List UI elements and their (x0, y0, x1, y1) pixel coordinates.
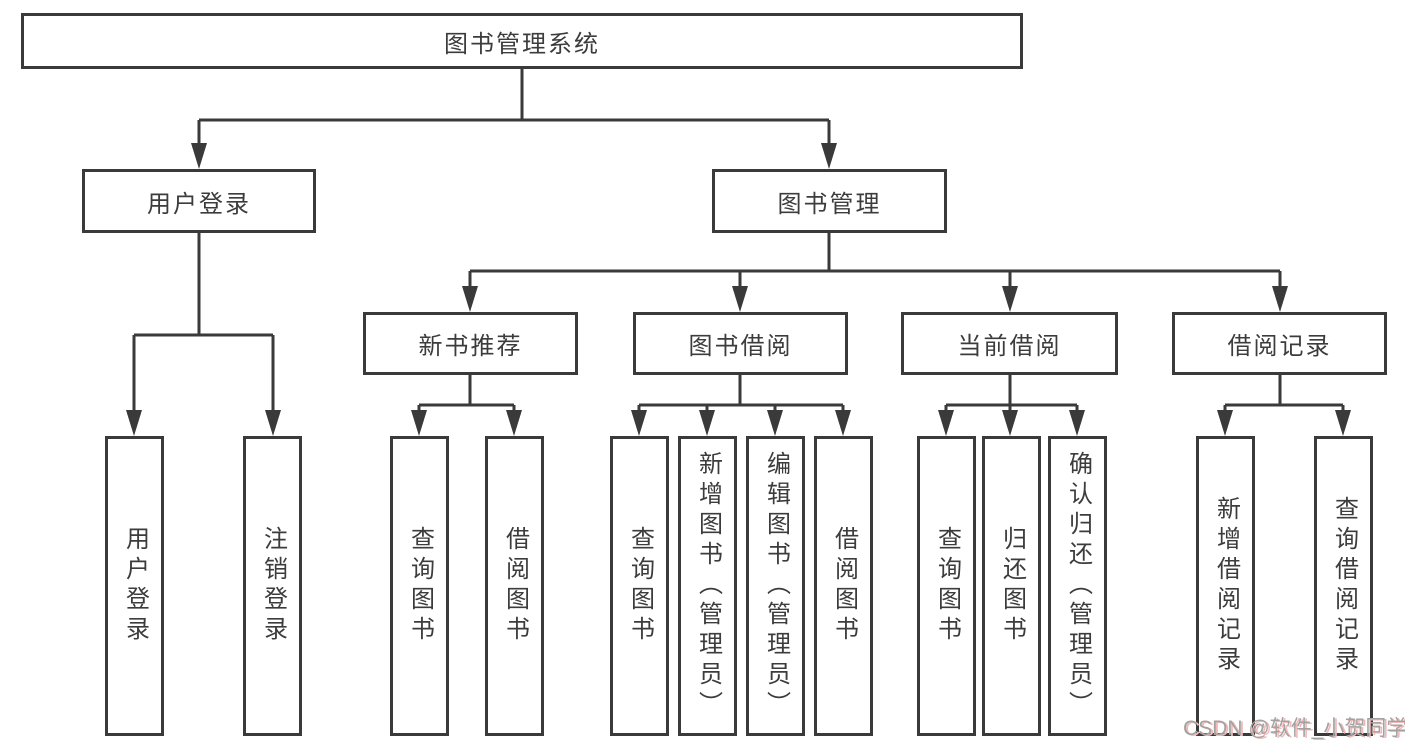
node-label: 图书管理 (777, 190, 882, 218)
node-label: 借阅图书 (501, 526, 529, 646)
node-add-book-admin: 新增图书（管理员） (678, 436, 737, 736)
node-return-books: 归还图书 (982, 436, 1041, 736)
node-query-books-recommend: 查询图书 (390, 436, 449, 736)
node-user-login-leaf: 用户登录 (105, 436, 164, 736)
node-label: 用户登录 (121, 526, 149, 646)
node-label: 归还图书 (998, 526, 1026, 646)
node-label: 查询图书 (626, 526, 654, 646)
node-edit-book-admin: 编辑图书（管理员） (746, 436, 805, 736)
node-borrow-books-recommend: 借阅图书 (485, 436, 544, 736)
node-label: 图书借阅 (688, 333, 793, 360)
node-label: 用户登录 (147, 190, 251, 218)
node-current-borrowing: 当前借阅 (901, 312, 1118, 375)
node-borrowing-records: 借阅记录 (1172, 312, 1387, 375)
node-label: 借阅记录 (1227, 333, 1332, 360)
node-book-borrowing: 图书借阅 (633, 312, 848, 375)
node-logout: 注销登录 (243, 436, 302, 736)
node-add-borrow-record: 新增借阅记录 (1196, 436, 1255, 736)
node-label: 确认归还（管理员） (1064, 451, 1092, 721)
node-label: 新书推荐 (418, 333, 523, 360)
node-label: 查询借阅记录 (1330, 496, 1358, 676)
node-label: 查询图书 (406, 526, 434, 646)
node-query-books-current: 查询图书 (917, 436, 976, 736)
node-label: 借阅图书 (830, 526, 858, 646)
node-query-books-borrowing: 查询图书 (610, 436, 669, 736)
node-borrow-books-leaf: 借阅图书 (814, 436, 873, 736)
node-label: 查询图书 (933, 526, 961, 646)
node-new-book-recommend: 新书推荐 (363, 312, 578, 375)
node-book-management: 图书管理 (712, 169, 947, 233)
node-label: 图书管理系统 (444, 30, 600, 58)
arrowheads (126, 143, 1351, 436)
node-library-management-system: 图书管理系统 (21, 13, 1023, 69)
node-label: 新增图书（管理员） (694, 451, 722, 721)
csdn-watermark: CSDN @软件_小贺同学 (1183, 717, 1405, 740)
node-query-borrow-record: 查询借阅记录 (1314, 436, 1373, 736)
node-label: 当前借阅 (957, 333, 1062, 360)
node-confirm-return-admin: 确认归还（管理员） (1048, 436, 1107, 736)
node-label: 注销登录 (259, 526, 287, 646)
node-user-login: 用户登录 (82, 169, 316, 233)
node-label: 编辑图书（管理员） (762, 451, 790, 721)
node-label: 新增借阅记录 (1212, 496, 1240, 676)
